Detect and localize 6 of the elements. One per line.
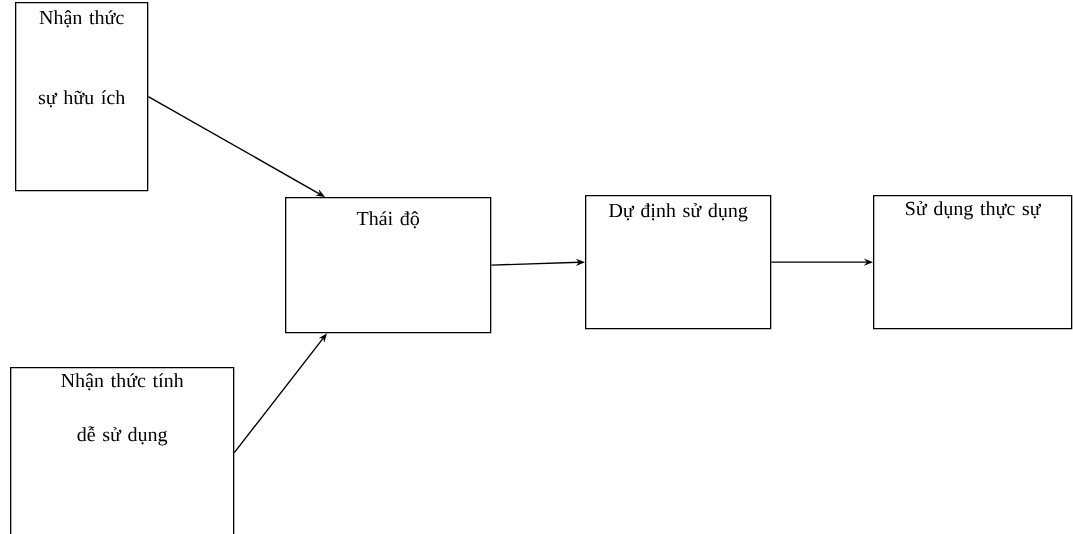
process-box: Dự định sử dụng <box>585 195 772 330</box>
process-box: Nhận thức tính dễ sử dụng <box>10 367 235 534</box>
process-box: Thái độ <box>285 197 492 334</box>
arrow <box>147 95 325 197</box>
process-box: Sử dụng thực sự <box>873 195 1073 330</box>
process-box: Nhận thức sự hữu ích <box>15 2 149 192</box>
